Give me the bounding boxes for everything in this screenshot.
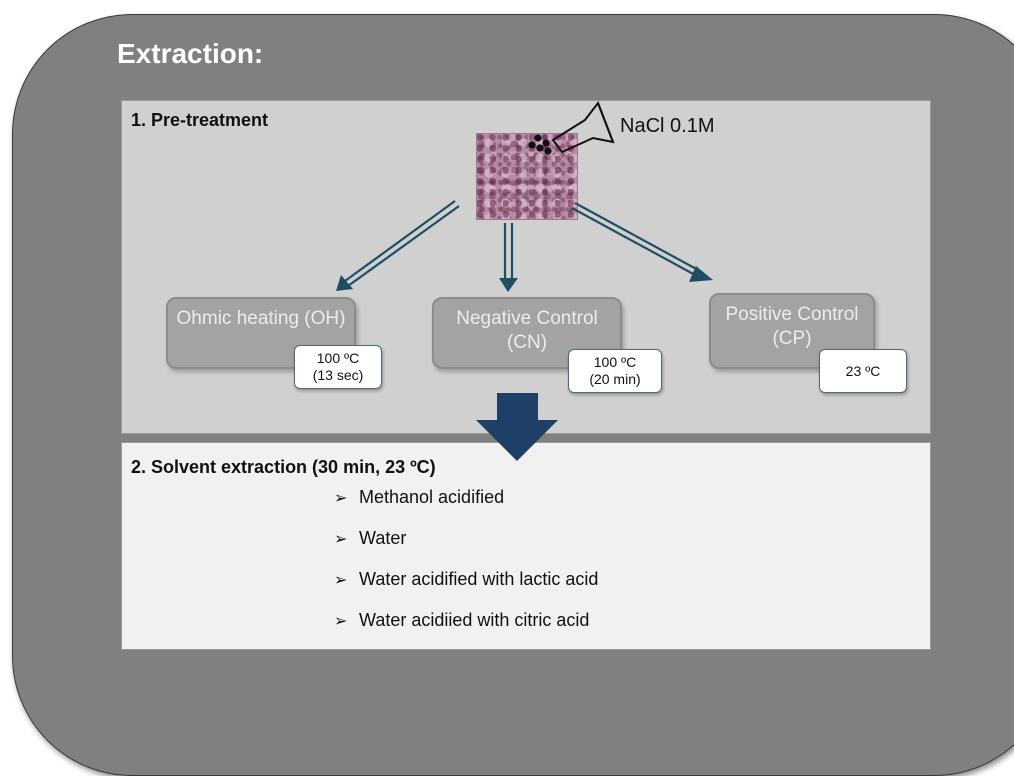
solvent-list: ➢Methanol acidified ➢Water ➢Water acidif… bbox=[334, 487, 598, 651]
node-negative-control: Negative Control (CN) bbox=[432, 297, 622, 369]
badge-negative-control: 100 ºC (20 min) bbox=[568, 349, 662, 393]
bullet-arrow-icon: ➢ bbox=[334, 613, 348, 630]
sample-texture-image bbox=[476, 133, 578, 220]
nacl-label: NaCl 0.1M bbox=[620, 115, 715, 137]
spray-bottle-icon bbox=[528, 100, 615, 155]
solvent-extraction-panel bbox=[121, 442, 931, 650]
list-item: ➢Water acidified with lactic acid bbox=[334, 569, 599, 589]
list-item: ➢Water acidiied with citric acid bbox=[334, 610, 590, 630]
bullet-arrow-icon: ➢ bbox=[334, 531, 348, 548]
bullet-arrow-icon: ➢ bbox=[334, 490, 348, 507]
arrow-to-negative bbox=[499, 223, 518, 292]
pretreatment-label: 1. Pre-treatment bbox=[131, 110, 269, 130]
list-item: ➢Water bbox=[334, 528, 407, 548]
badge-ohmic-heating: 100 ºC (13 sec) bbox=[294, 345, 382, 389]
node-ohmic-heating-label: Ohmic heating (OH) bbox=[176, 308, 346, 329]
diagram-title: Extraction: bbox=[117, 38, 264, 69]
node-ohmic-heating: Ohmic heating (OH) bbox=[166, 297, 356, 369]
arrow-down-icon bbox=[476, 393, 558, 461]
arrow-to-ohmic bbox=[336, 200, 460, 291]
diagram-connectors bbox=[336, 100, 713, 461]
list-item: ➢Methanol acidified bbox=[334, 487, 505, 507]
badge-positive-control: 23 ºC bbox=[819, 349, 907, 393]
bullet-arrow-icon: ➢ bbox=[334, 572, 348, 589]
node-negative-control-label: Negative Control (CN) bbox=[456, 308, 598, 353]
solvent-extraction-label: 2. Solvent extraction (30 min, 23 ºC) bbox=[131, 457, 436, 477]
arrow-to-positive bbox=[571, 202, 713, 282]
node-positive-control-label: Positive Control (CP) bbox=[725, 304, 859, 349]
